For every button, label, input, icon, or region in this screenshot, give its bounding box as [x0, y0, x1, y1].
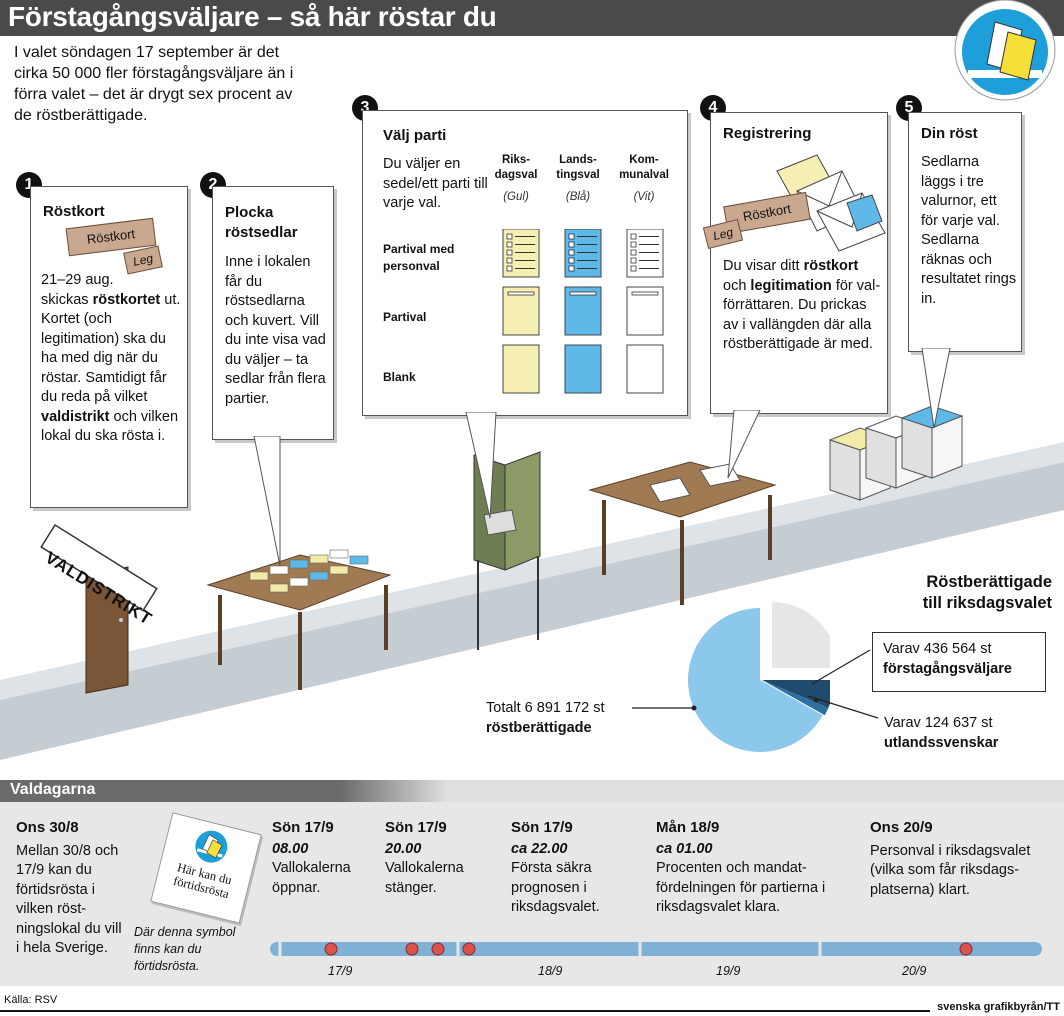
- ballot-checkbox: [506, 257, 513, 264]
- timeline-header: [0, 780, 1064, 802]
- step-4-box: Registrering Röstkort Leg Du visar ditt …: [702, 112, 888, 414]
- ballot-checkbox: [630, 249, 637, 256]
- step-2-heading: Plocka röstsedlar: [225, 204, 298, 241]
- column-kommunalval: Kom- munalval (Vit): [619, 154, 669, 203]
- early-vote-symbol: Här kan du förtidsrösta: [150, 812, 262, 924]
- ballot-checkbox: [506, 233, 513, 240]
- step-1-text: 21–29 aug.skickas röstkortet ut. Kortet …: [41, 272, 181, 444]
- ballot-checkbox: [506, 265, 513, 272]
- ballot-checkbox: [506, 241, 513, 248]
- ballot-checkbox: [630, 241, 637, 248]
- step-5-box: Din röst Sedlarna läggs i tre valurnor, …: [908, 112, 1022, 352]
- ballot-checkbox: [630, 257, 637, 264]
- column-riksdagsval: Riks- dagsval (Gul): [494, 154, 538, 203]
- step-1-box: Röstkort Röstkort Leg 21–29 aug.skickas …: [30, 186, 188, 508]
- envelopes-icon: [776, 154, 886, 252]
- ballot-sheet: [626, 344, 664, 394]
- timeline-entry-3: Sön 17/9 20.00 Vallokalerna stänger.: [385, 819, 464, 896]
- ballot-party-line: [569, 291, 597, 296]
- step-2-pointer: [253, 436, 281, 567]
- pie-slice-rostberattigade: [688, 608, 823, 752]
- early-vote-logo-icon: [195, 830, 228, 863]
- timeline-entry-5: Mån 18/9 ca 01.00 Procenten och mandat­f…: [656, 819, 826, 915]
- title-bar: [0, 0, 1064, 36]
- step-5-heading: Din röst: [921, 125, 978, 142]
- step-2-box: Plocka röstsedlar Inne i lokalen får du …: [212, 186, 334, 440]
- ballot-checkbox: [630, 233, 637, 240]
- ballot-checkbox: [568, 265, 575, 272]
- axis-label-18-9: 18/9: [538, 964, 563, 978]
- symbol-caption: Där denna symbol finns kan du förtidsrös…: [134, 925, 236, 973]
- ballot-sheet: [564, 344, 602, 394]
- step-3-box: Välj parti Du väljer en sedel/ett parti …: [362, 110, 688, 416]
- pie-slice-forstagangsvaljare: [762, 680, 830, 708]
- pie-slice-utlandssvenskar: [762, 680, 829, 716]
- timeline-entry-2: Sön 17/9 08.00 Vallokalerna öppnar.: [272, 819, 351, 896]
- election-logo: [954, 0, 1056, 101]
- row-partival-med-personval: Partival med personval: [383, 242, 455, 273]
- step-4-text: Du visar ditt röstkort och legitimation …: [723, 258, 881, 352]
- ballot-checkbox: [506, 249, 513, 256]
- timeline-entry-1: Ons 30/8 Mellan 30/8 och 17/9 kan du för…: [16, 819, 122, 956]
- timeline-axis: [270, 940, 1042, 960]
- step-5-pointer: [921, 348, 951, 429]
- ballot-checkbox: [568, 241, 575, 248]
- intro-text: I valet söndagen 17 september är det cir…: [14, 44, 294, 124]
- footer-rule: [0, 1010, 930, 1012]
- timeline-entry-6: Ons 20/9 Personval i riksdagsvalet (vilk…: [870, 819, 1031, 898]
- credit: svenska grafikbyrån/TT: [937, 1001, 1060, 1013]
- pie-chart: [688, 602, 830, 752]
- leg-card-2: Leg: [702, 218, 744, 250]
- stat-first-time-box: Varav 436 564 st förstagångsväljare: [872, 632, 1046, 692]
- step-5-text: Sedlarna läggs i tre valurnor, ett för v…: [921, 154, 1017, 307]
- step-3-pointer: [465, 412, 497, 519]
- ballot-grid: [502, 229, 664, 394]
- source: Källa: RSV: [4, 994, 58, 1006]
- pie-slice-remainder: [772, 602, 830, 668]
- page-title: Förstagångsväljare – så här röstar du: [8, 1, 497, 32]
- ballot-checkbox: [568, 233, 575, 240]
- row-partival: Partival: [383, 310, 427, 324]
- step-3-heading: Välj parti: [383, 127, 447, 144]
- timeline-title: Valdagarna: [10, 781, 96, 798]
- ballot-checkbox: [630, 265, 637, 272]
- pie-leader-lines: [632, 649, 879, 719]
- axis-label-19-9: 19/9: [716, 964, 741, 978]
- step-3-text: Du väljer en sedel/ett parti till varje …: [383, 156, 488, 211]
- step-2-text: Inne i lokalen får du röstsedlarna och k…: [225, 254, 326, 407]
- timeline-entry-4: Sön 17/9 ca 22.00 Första säkra prognosen…: [511, 819, 600, 915]
- ballot-checkbox: [568, 249, 575, 256]
- ballot-checkbox: [568, 257, 575, 264]
- axis-label-20-9: 20/9: [902, 964, 927, 978]
- row-blank: Blank: [383, 370, 416, 384]
- ballot-party-line: [507, 291, 535, 296]
- ballot-party-line: [631, 291, 659, 296]
- ballot-sheet: [502, 344, 540, 394]
- polling-scene: [0, 405, 1064, 760]
- step-4-heading: Registrering: [723, 125, 812, 142]
- column-landstingsval: Lands- tingsval (Blå): [556, 154, 600, 203]
- step-4-pointer: [727, 410, 761, 479]
- step-1-heading: Röstkort: [43, 203, 105, 220]
- axis-label-17-9: 17/9: [328, 964, 353, 978]
